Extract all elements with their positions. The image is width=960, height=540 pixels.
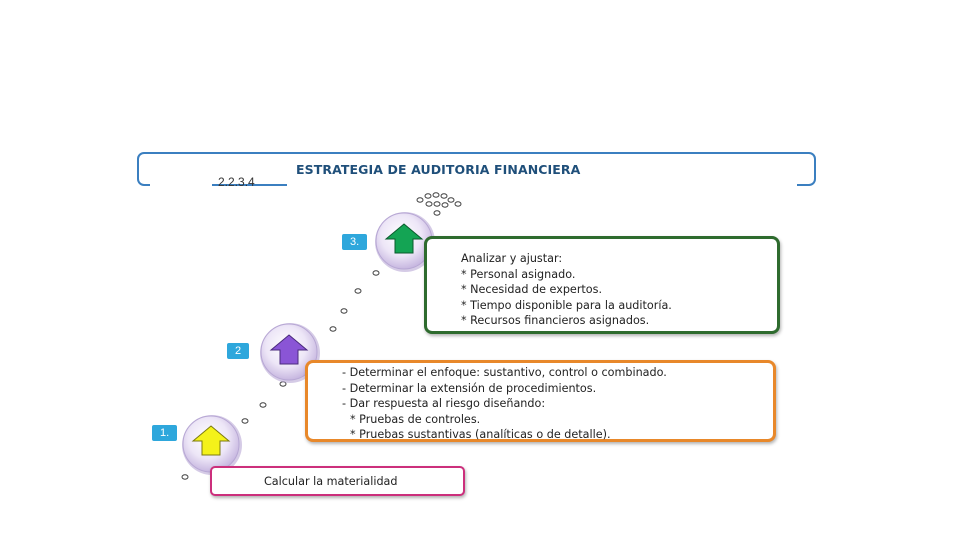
step-3-line: * Personal asignado.: [461, 267, 576, 281]
step-1-line: Calcular la materialidad: [264, 475, 398, 488]
step-3-line: * Recursos financieros asignados.: [461, 314, 650, 328]
step-3-box: Analizar y ajustar: * Personal asignado.…: [424, 236, 780, 334]
bubble-trail-icon: [181, 192, 462, 480]
title-frame-gap: [287, 183, 797, 189]
step-1-badge: 1.: [152, 425, 178, 441]
step-2-line: - Determinar el enfoque: sustantivo, con…: [342, 366, 667, 379]
page-title: ESTRATEGIA DE AUDITORIA FINANCIERA: [296, 162, 581, 177]
step-2-line: - Determinar la extensión de procedimien…: [342, 381, 597, 395]
step-2-line: - Dar respuesta al riesgo diseñando:: [342, 397, 546, 411]
step-2-subline: * Pruebas de controles.: [350, 412, 481, 426]
step-1-icon-group: [182, 415, 242, 475]
step-3-line: Analizar y ajustar:: [461, 252, 563, 265]
step-1-box: Calcular la materialidad: [210, 466, 465, 496]
step-2-badge: 2: [227, 343, 250, 359]
title-frame-gap: [150, 183, 212, 189]
step-3-line: * Tiempo disponible para la auditoría.: [461, 298, 672, 312]
up-arrow-icon: [384, 223, 424, 254]
step-3-badge: 3.: [342, 234, 368, 250]
step-3-line: * Necesidad de expertos.: [461, 283, 603, 297]
step-2-icon-group: [260, 323, 320, 383]
up-arrow-icon: [191, 425, 231, 456]
section-number: 2.2.3.4: [218, 175, 255, 189]
up-arrow-icon: [269, 334, 309, 365]
step-2-subline: * Pruebas sustantivas (analíticas o de d…: [350, 428, 611, 442]
step-2-box: - Determinar el enfoque: sustantivo, con…: [305, 360, 776, 442]
step-3-icon-group: [375, 212, 435, 272]
